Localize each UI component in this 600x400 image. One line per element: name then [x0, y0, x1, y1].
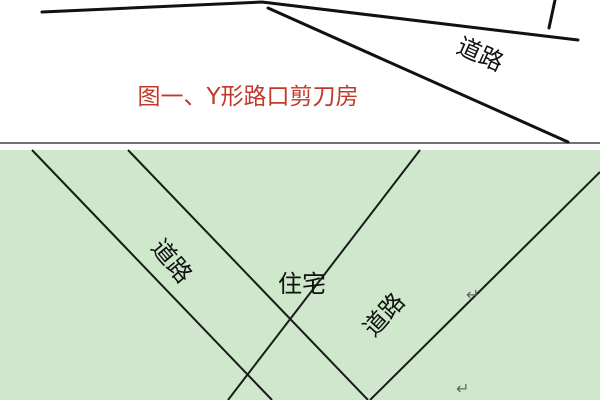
road-edge-upper: [40, 0, 580, 42]
bottom-panel: 道路 住宅 道路 ↵ ↵: [0, 149, 600, 400]
figure-caption: 图一、Y形路口剪刀房: [137, 84, 358, 110]
top-panel: 道路 图一、Y形路口剪刀房: [0, 0, 600, 144]
return-mark-lower: ↵: [456, 379, 469, 398]
left-road-edge-outer: [31, 149, 273, 400]
road-edge-lower: [266, 6, 570, 144]
return-mark-upper: ↵: [466, 285, 479, 304]
right-road-edge-inner: [227, 149, 421, 400]
left-road-edge-inner: [127, 149, 369, 400]
bottom-panel-background: [0, 150, 600, 400]
building-wall-line: [547, 0, 557, 30]
house-label: 住宅: [278, 270, 326, 298]
right-road-edge-outer: [369, 171, 600, 400]
